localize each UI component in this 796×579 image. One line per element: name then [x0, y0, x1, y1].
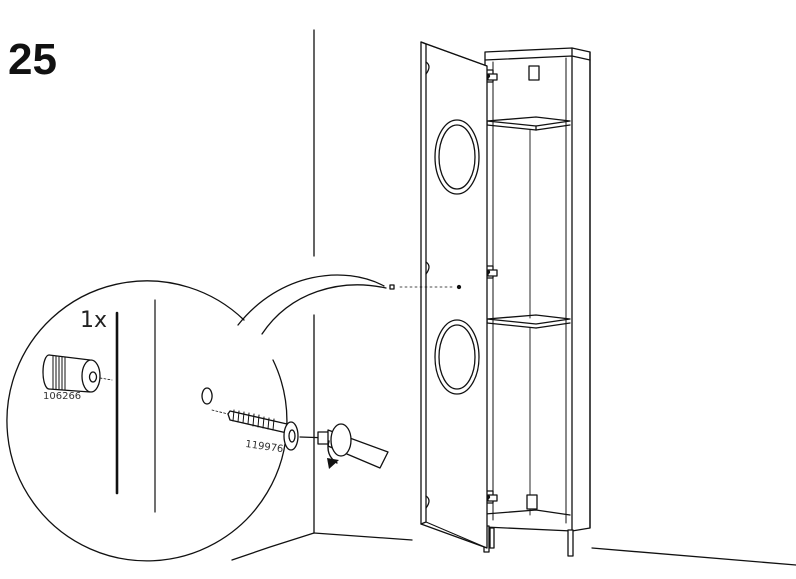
room-walls [231, 29, 796, 566]
knob-grooves [52, 355, 66, 391]
step-number: 25 [8, 35, 57, 84]
open-door [389, 41, 488, 549]
knob-screw-hole [88, 371, 98, 383]
knob-part [42, 354, 113, 393]
tall-cabinet [483, 47, 591, 557]
cabinet-bottom-board [484, 509, 571, 516]
detail-callout [6, 274, 387, 562]
quantity-label: 1x [80, 308, 108, 333]
middle-shelf [486, 314, 571, 325]
shelf-pin-bottom [526, 494, 538, 510]
knob-axis-line-detail [99, 377, 113, 381]
upper-shelf-side [535, 124, 571, 131]
screwdriver-collar [330, 423, 352, 457]
knob-hole-marker [389, 284, 395, 290]
door-window-upper-outer [434, 119, 480, 195]
knob-front-face [81, 359, 101, 393]
door-window-lower-outer [434, 319, 480, 395]
cover-cap-part-number: 106266 [43, 391, 82, 402]
shelf-pin-top [528, 65, 540, 81]
door-hinge-cup-middle [425, 261, 430, 275]
door-bottom-edge [425, 521, 488, 549]
screw-threads [232, 409, 275, 431]
middle-shelf-side [535, 322, 571, 329]
floor-line-back [591, 547, 796, 566]
door-hinge-cup-bottom [425, 495, 430, 509]
door-window-upper-inner [438, 124, 476, 190]
leg-front-right [567, 529, 574, 557]
callout-circle-edge [6, 280, 288, 562]
callout-tail-upper [237, 274, 385, 326]
screw-axis-line [211, 409, 229, 415]
door-top-edge [425, 43, 488, 67]
knob-screw-marker [456, 284, 462, 290]
screw-head-slot [288, 429, 296, 443]
upper-shelf-front [486, 124, 537, 131]
leg-front-left-inner [489, 527, 495, 549]
callout-tail-lower [261, 284, 387, 335]
floor-line-left [231, 532, 315, 561]
cabinet-top-board [484, 55, 591, 61]
door-window-lower-inner [438, 324, 476, 390]
door-front-edge [420, 41, 427, 525]
rotation-arrow-head [327, 458, 339, 469]
upper-shelf [486, 116, 571, 127]
screw-head [283, 421, 299, 451]
middle-shelf-front [486, 322, 537, 329]
detail-door-hole [201, 387, 213, 405]
screwdriver-tool [299, 423, 389, 469]
screw-part [211, 409, 299, 451]
floor-line-right [313, 532, 413, 541]
door-hinge-cup-top [425, 61, 430, 75]
screw-shaft [227, 410, 288, 434]
door-panel [420, 41, 488, 549]
